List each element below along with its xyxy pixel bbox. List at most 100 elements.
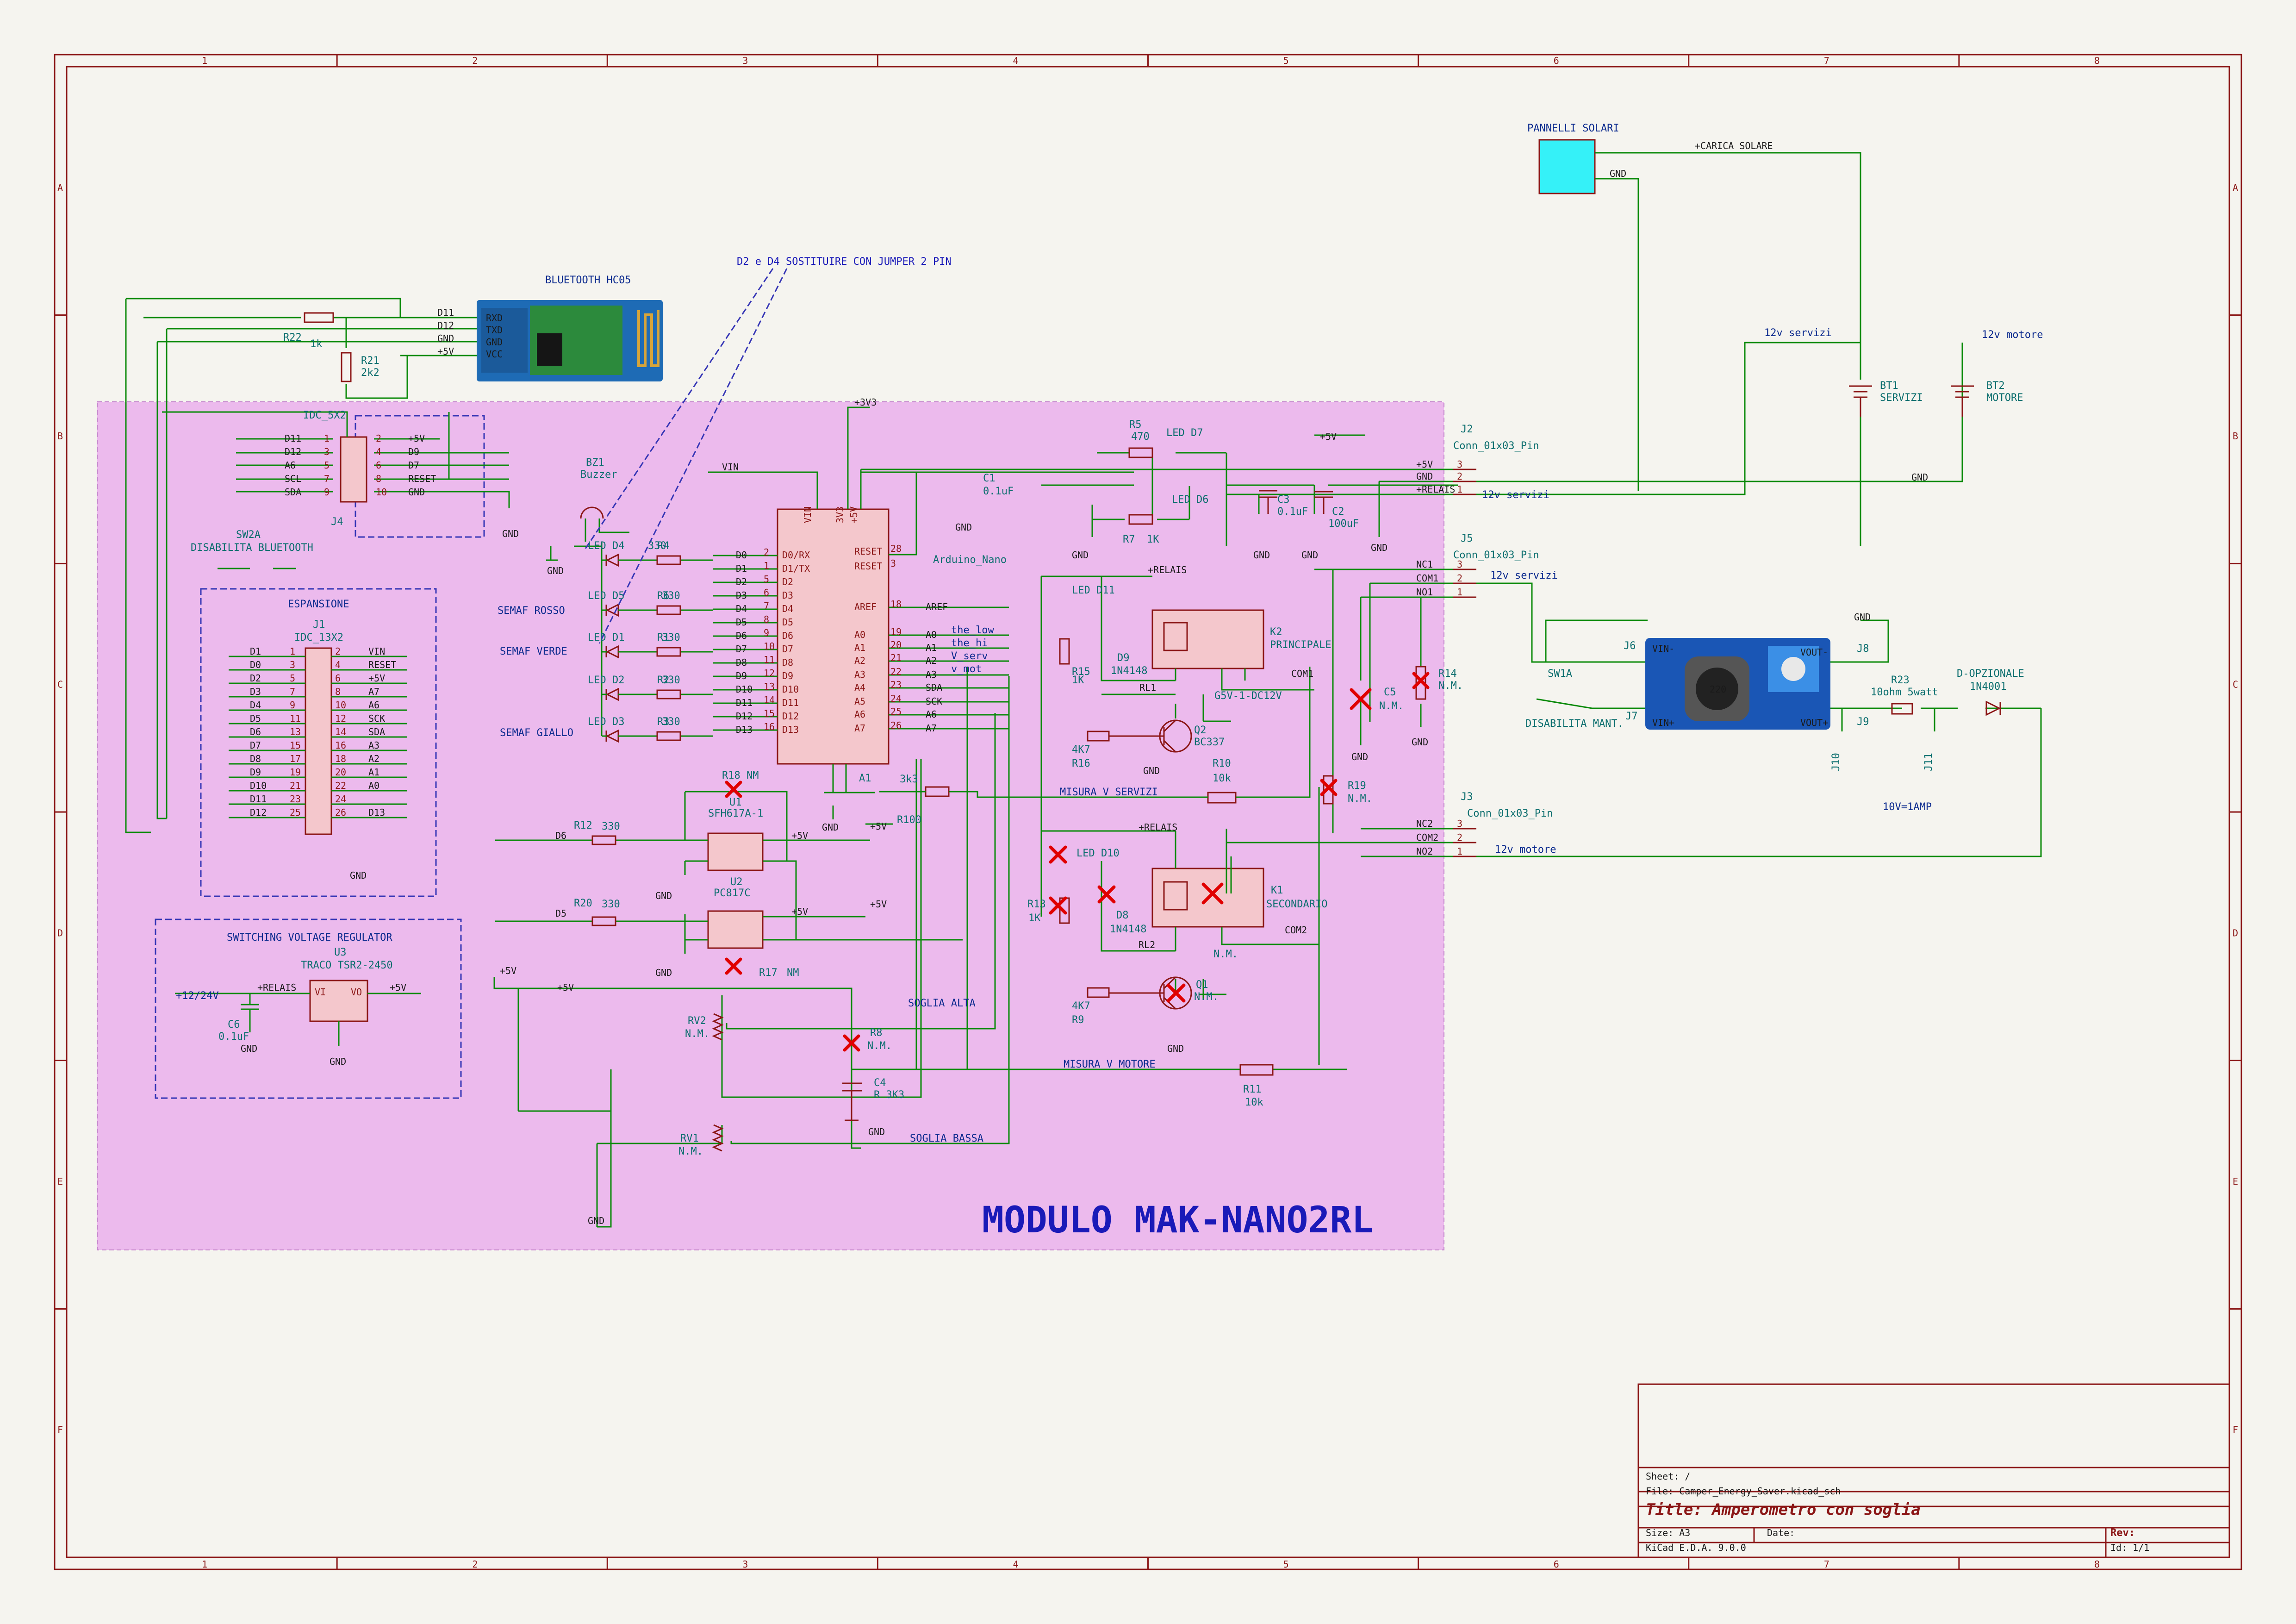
dopt-value: 1N4001: [1970, 681, 2006, 693]
frame-row-label: D: [57, 927, 63, 938]
boost-wires: [1546, 661, 1870, 709]
u2-vcc: +5V: [791, 906, 808, 917]
bt-net-label: D12: [437, 320, 454, 331]
r23-ref: R23: [1891, 675, 1910, 686]
semaf-rosso: SEMAF ROSSO: [498, 605, 565, 617]
nano-pin-number: 1: [764, 560, 769, 571]
semaf-verde: SEMAF VERDE: [500, 646, 567, 657]
j1-right-net: A1: [368, 767, 380, 778]
r22-resistor: [304, 312, 334, 323]
gnd-label: GND: [1301, 550, 1318, 561]
nano-pin-number: 20: [890, 639, 902, 650]
tb-tool: KiCad E.D.A. 9.0.0: [1646, 1542, 1746, 1553]
j5-ref: J5: [1461, 533, 1473, 544]
j2-net: +5V: [1416, 459, 1433, 470]
vin-label: VIN: [722, 462, 739, 473]
reg-relais-label: +RELAIS: [257, 982, 296, 993]
k1-nm: N.M.: [1213, 949, 1238, 960]
nano-net-label: D0: [736, 550, 747, 561]
gnd-label: GND: [588, 1215, 604, 1226]
j1-left-net: D6: [250, 726, 261, 737]
d10-ref: LED D10: [1076, 848, 1120, 859]
regulator-wires: [175, 993, 421, 1046]
j1-pin: 26: [335, 807, 346, 818]
j4-right-net: D9: [408, 446, 419, 457]
left-led-resistor: [656, 647, 681, 657]
j5-pin: 1: [1457, 587, 1462, 598]
j1-pin: 21: [290, 780, 301, 791]
j3-pin: 3: [1457, 818, 1462, 829]
frame-col-label: 6: [1554, 55, 1559, 66]
r20-value: 330: [602, 899, 620, 910]
nano-net-label: D2: [736, 576, 747, 587]
title-block: [1637, 1383, 2230, 1558]
c4-value: R 3K3: [874, 1089, 904, 1101]
d6-label: D6: [555, 830, 566, 841]
j4-pin: 5: [324, 460, 330, 471]
left-led-resistor: [656, 555, 681, 565]
frame-row-label: D: [2233, 927, 2238, 938]
bz1-ref: BZ1: [586, 457, 604, 468]
measure-wires: [879, 660, 1311, 798]
j3-pins: [1453, 828, 1476, 857]
p5v-label: +5V: [870, 821, 887, 832]
frame-row-label: A: [2233, 182, 2238, 193]
net-12v-motore: 12v motore: [1982, 329, 2043, 341]
j1-pin: 19: [290, 767, 301, 778]
frame-col-label: 3: [742, 1559, 748, 1570]
j10-ref: J10: [1830, 753, 1842, 771]
j4-pin: 8: [376, 473, 381, 484]
j1-right-net: +5V: [368, 673, 385, 684]
r8-value: N.M.: [867, 1040, 892, 1052]
u3-regulator: [309, 980, 368, 1022]
gnd-label: GND: [1072, 550, 1089, 561]
j1-value: IDC_13X2: [294, 632, 343, 643]
relay-section: [1040, 434, 1458, 1065]
buzzer: [580, 506, 629, 542]
r5-value: 470: [1131, 431, 1150, 443]
boost-chip: 220: [1710, 684, 1726, 695]
r12-ref: R12: [574, 820, 592, 831]
j1-pin: 20: [335, 767, 346, 778]
frame-col-label: 6: [1554, 1559, 1559, 1570]
r14-ref: R14: [1438, 668, 1457, 680]
gnd-label: GND: [1911, 472, 1928, 483]
nano-pin-number: 16: [764, 721, 775, 732]
frame-row-label: C: [57, 679, 63, 690]
bt2-battery: [1951, 385, 1974, 417]
r17-value: NM: [787, 967, 799, 979]
nano-net-label: D6: [736, 630, 747, 641]
nano-net-label: D13: [736, 724, 753, 735]
j1-right-net: A0: [368, 780, 380, 791]
j4-left-net: D11: [285, 433, 301, 444]
gnd-label: GND: [502, 528, 519, 539]
relais-label: +RELAIS: [1148, 564, 1187, 575]
left-res-ref: R4: [657, 540, 670, 552]
rv2-value: N.M.: [685, 1028, 709, 1040]
frame-col-label: 3: [742, 55, 748, 66]
r21-resistor: [341, 352, 352, 382]
nano-net-label: D1: [736, 563, 747, 574]
nano-net-label: D3: [736, 590, 747, 601]
gnd-label: GND: [1143, 765, 1160, 776]
rv2-ref: RV2: [688, 1015, 706, 1027]
bt-net-label: GND: [437, 333, 454, 344]
r11-value: 10k: [1245, 1097, 1263, 1108]
r19-ref: R19: [1348, 780, 1366, 792]
j1-pin: 17: [290, 753, 301, 764]
j4-right-net: RESET: [408, 473, 436, 484]
j3-pin: 2: [1457, 832, 1462, 843]
expansion-title: ESPANSIONE: [288, 599, 349, 610]
j5-pin: 3: [1457, 559, 1462, 570]
nano-pin-label: A3: [854, 669, 865, 680]
c1-value: 0.1uF: [983, 486, 1014, 497]
bt-pin-label: VCC: [486, 349, 503, 360]
arduino-nano-body: [777, 508, 890, 765]
j1-left-net: D4: [250, 700, 261, 711]
j1-left-net: D3: [250, 686, 261, 697]
j5-pin: 2: [1457, 573, 1462, 584]
not-mounted-markers: [725, 672, 1430, 1052]
d7-label: LED D7: [1166, 427, 1203, 439]
frame-row-label: E: [2233, 1176, 2238, 1187]
r7-resistor: [1128, 514, 1153, 525]
